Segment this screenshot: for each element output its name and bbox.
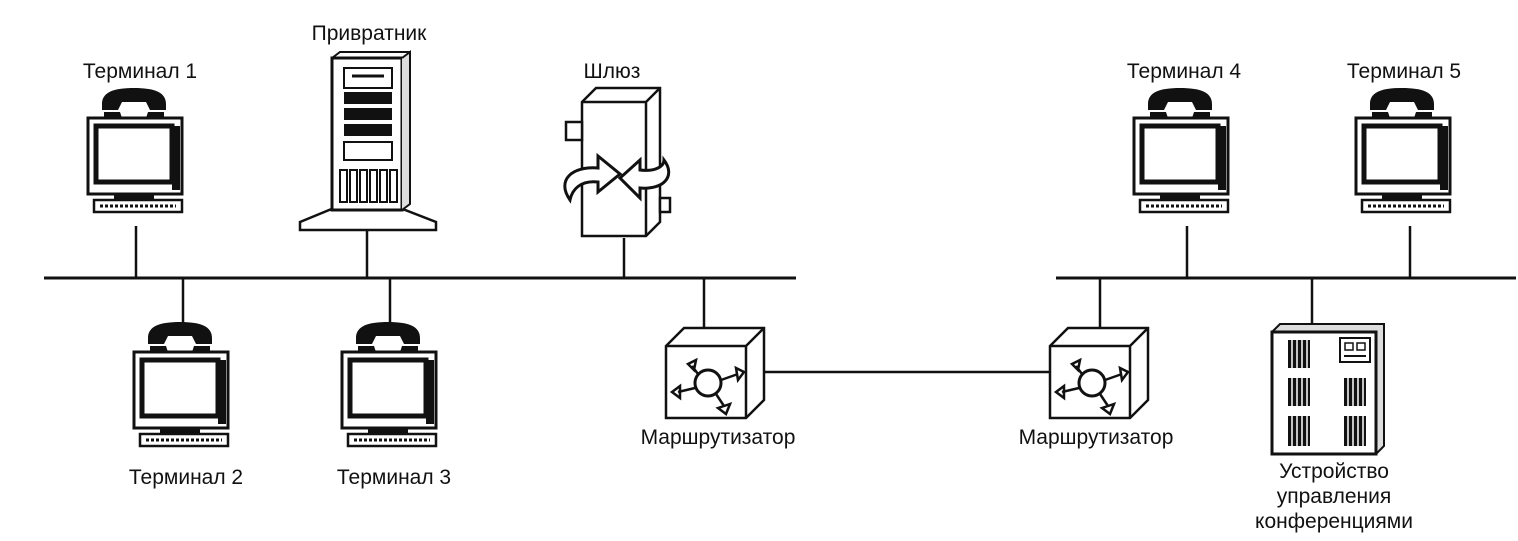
phone-terminal-icon	[1134, 88, 1228, 212]
conference-unit-label-line1: Устройство	[1279, 460, 1389, 483]
phone-terminal-icon	[134, 322, 228, 446]
terminal-3-label: Терминал 3	[337, 466, 451, 489]
terminal-4-label: Терминал 4	[1127, 60, 1242, 83]
gateway: Шлюз	[563, 60, 672, 238]
phone-terminal-icon	[1356, 88, 1450, 212]
router-right-label: Маршрутизатор	[1019, 426, 1174, 449]
router-left: Маршрутизатор	[641, 326, 796, 449]
terminal-2-label: Терминал 2	[129, 466, 243, 489]
router-left-label: Маршрутизатор	[641, 426, 796, 449]
conference-unit: Устройство управления конференциями	[1255, 323, 1413, 533]
drop-lines	[134, 226, 1412, 330]
gateway-label: Шлюз	[584, 60, 641, 83]
gatekeeper-label: Привратник	[312, 22, 428, 45]
terminal-4: Терминал 4	[1127, 60, 1242, 212]
terminal-2: Терминал 2	[129, 322, 243, 489]
router-icon	[664, 326, 766, 420]
terminal-5: Терминал 5	[1347, 60, 1461, 212]
conference-unit-label-line3: конференциями	[1255, 510, 1413, 533]
terminal-1-label: Терминал 1	[83, 60, 197, 83]
conference-unit-label-line2: управления	[1277, 485, 1392, 508]
gateway-icon	[563, 86, 672, 238]
terminal-3: Терминал 3	[337, 322, 451, 489]
router-right: Маршрутизатор	[1019, 326, 1174, 449]
terminal-1: Терминал 1	[83, 60, 197, 212]
phone-terminal-icon	[88, 88, 182, 212]
terminal-5-label: Терминал 5	[1347, 60, 1461, 83]
phone-terminal-icon	[342, 322, 436, 446]
gatekeeper: Привратник	[298, 22, 438, 232]
server-tower-icon	[298, 50, 438, 232]
router-icon	[1048, 326, 1150, 420]
conference-unit-icon	[1270, 323, 1385, 456]
